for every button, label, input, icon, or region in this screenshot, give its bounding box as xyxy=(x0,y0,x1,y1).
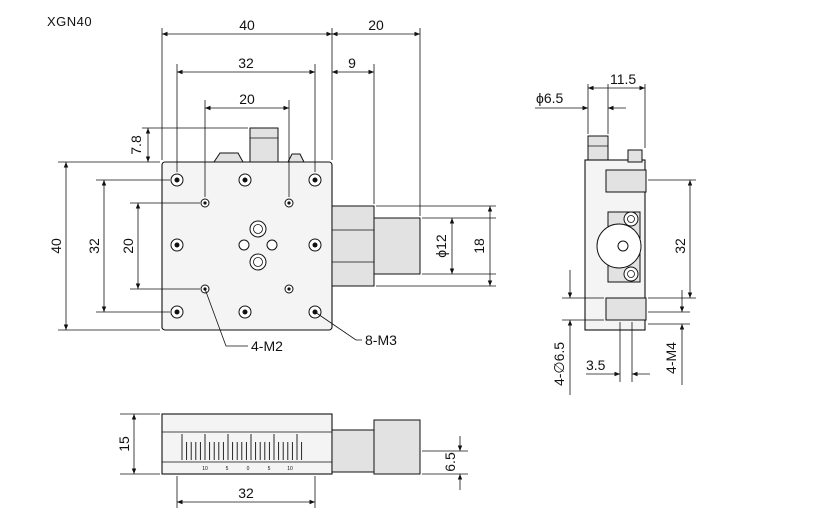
scale-mark: 5 xyxy=(268,466,271,472)
dim-hole-span: 32 xyxy=(238,55,254,71)
side-tab-top xyxy=(627,149,643,163)
dim-knob-height: 7.8 xyxy=(128,135,144,155)
dim-inner-span: 20 xyxy=(239,91,255,107)
micrometer-barrel xyxy=(373,217,421,275)
side-screw-bottom xyxy=(623,266,639,282)
side-dim-span: 32 xyxy=(672,238,688,254)
dim-offset: 20 xyxy=(368,17,384,33)
front-side-block xyxy=(331,429,375,473)
side-dim-thread: 4-M4 xyxy=(663,342,679,374)
top-bump-right xyxy=(287,153,305,163)
side-rail-top xyxy=(605,169,647,193)
m2-holes xyxy=(200,198,294,294)
front-body xyxy=(161,413,333,475)
center-pin-right xyxy=(266,239,278,251)
front-dim-span: 32 xyxy=(238,485,254,501)
top-knob xyxy=(249,127,279,163)
top-bump-left xyxy=(213,152,244,163)
dim-width: 40 xyxy=(239,17,255,33)
side-dim-hole: 4-∅6.5 xyxy=(551,342,567,386)
dim-shaft-length: 18 xyxy=(471,238,487,254)
center-screw-bottom xyxy=(249,253,267,271)
side-dim-diameter: ϕ6.5 xyxy=(536,90,564,106)
scale-mark: 5 xyxy=(226,466,229,472)
scale-mark: 0 xyxy=(247,466,250,472)
dim-knob-offset: 9 xyxy=(348,55,356,71)
dim-shaft-diameter: ϕ12 xyxy=(433,234,449,258)
front-micrometer xyxy=(373,419,421,475)
side-screw-top xyxy=(623,211,639,227)
dim-inner-height: 20 xyxy=(120,238,136,254)
scale-mark: 10 xyxy=(287,466,293,472)
dim-hole-height: 32 xyxy=(86,238,102,254)
side-drum-center xyxy=(617,240,629,252)
side-dim-small-offset: 3.5 xyxy=(586,357,606,373)
scale-ticks xyxy=(181,434,303,460)
side-dim-width: 11.5 xyxy=(610,71,636,87)
side-rail-bottom xyxy=(605,297,647,321)
front-view: 10 5 0 5 10 15 32 6.5 xyxy=(116,413,468,508)
side-view: ϕ6.5 11.5 32 4-∅6.5 3.5 4-M4 xyxy=(535,71,696,395)
dim-height: 40 xyxy=(48,238,64,254)
side-block xyxy=(331,205,375,287)
top-view: 40 20 32 9 20 7.8 40 32 20 ϕ12 18 4-M2 8… xyxy=(48,17,496,354)
callout-m3: 8-M3 xyxy=(365,332,397,348)
center-pin-left xyxy=(238,239,250,251)
front-dim-low: 6.5 xyxy=(442,452,458,472)
center-screw-top xyxy=(249,220,267,238)
scale-mark: 10 xyxy=(202,466,208,472)
front-dim-height: 15 xyxy=(116,436,132,452)
side-knob xyxy=(587,135,609,161)
callout-m2: 4-M2 xyxy=(251,338,283,354)
model-label: XGN40 xyxy=(47,14,93,29)
